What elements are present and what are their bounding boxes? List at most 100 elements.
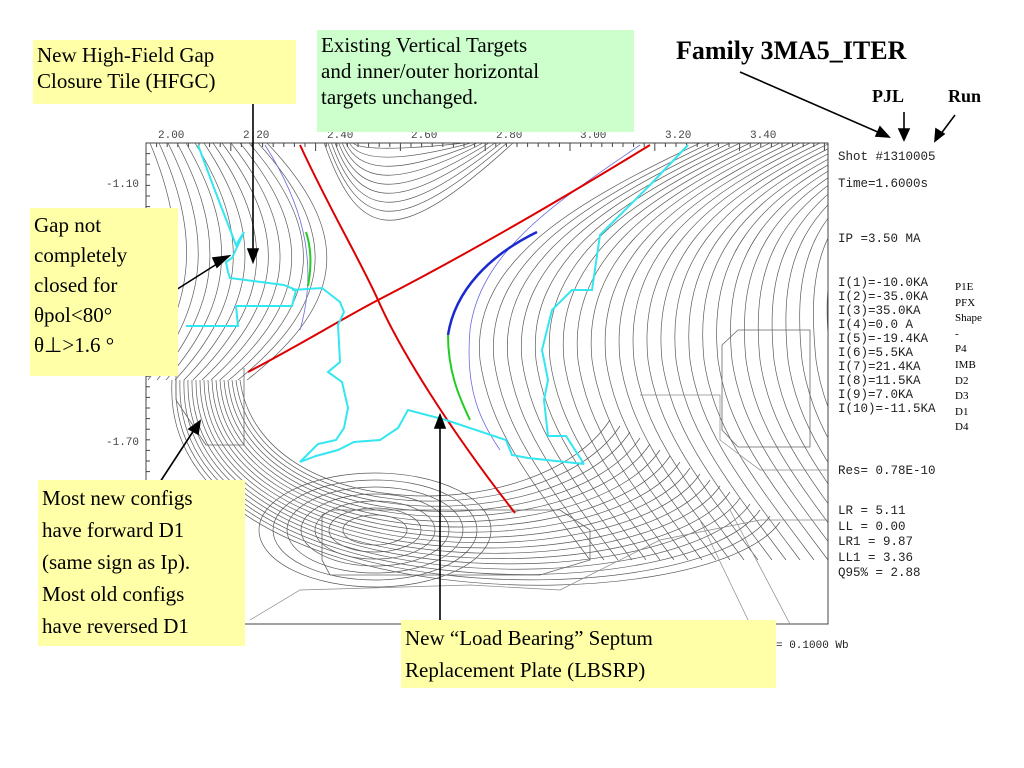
coil-name: D3 <box>955 390 969 403</box>
contour-line <box>219 143 292 381</box>
note-line: (same sign as Ip). <box>42 550 191 574</box>
coil-name: D2 <box>955 374 969 387</box>
coil-name: P4 <box>955 343 967 356</box>
note-line: θpol<80° <box>34 303 113 327</box>
configs-note: Most new configs have forward D1 (same s… <box>38 480 245 646</box>
contour-line <box>341 143 484 176</box>
inductance-list: LR = 5.11 LL = 0.00 LR1 = 9.87 LL1 = 3.3… <box>838 504 921 582</box>
flux-contours-right <box>479 143 828 561</box>
port-line <box>729 509 791 624</box>
contour-line <box>258 472 492 588</box>
outer-wall <box>640 394 828 471</box>
contour-line <box>203 379 701 544</box>
contour-line <box>799 217 828 439</box>
contour-line <box>192 143 257 381</box>
lr-value: LR = 5.11 <box>838 504 906 518</box>
contour-line <box>300 493 450 567</box>
targets-note: Existing Vertical Targets and inner/oute… <box>317 30 634 132</box>
note-line: Replacement Plate (LBSRP) <box>405 658 646 682</box>
note-line: completely <box>34 243 128 267</box>
sol-blue-line <box>264 144 309 331</box>
contour-line <box>674 148 828 561</box>
contour-line <box>272 479 478 581</box>
contour-line <box>744 177 828 524</box>
contour-line <box>334 143 496 194</box>
x-tick-label: 3.40 <box>750 130 776 142</box>
coil-name: PFX <box>955 296 976 309</box>
contour-line <box>352 143 466 149</box>
ll-value: LL = 0.00 <box>838 519 906 534</box>
coil-current: I(5)=-19.4KA <box>838 332 929 346</box>
contour-line <box>771 193 828 485</box>
x-tick-label: 3.20 <box>665 130 691 142</box>
contour-line <box>562 143 761 561</box>
strike-green-arc-left <box>305 231 312 287</box>
dome-tile-outline <box>291 286 585 465</box>
gap-note: Gap not completely closed for θpol<80° θ… <box>30 208 178 376</box>
contour-line <box>342 514 408 546</box>
contour-line <box>183 143 246 381</box>
lr1-value: LR1 = 9.87 <box>838 535 914 549</box>
note-line: Gap not <box>34 213 102 237</box>
contour-line <box>590 143 781 561</box>
note-line: New High-Field Gap <box>37 43 215 67</box>
contour-line <box>338 143 490 185</box>
contour-line <box>356 143 459 144</box>
contour-line <box>688 153 828 561</box>
vessel-outline <box>175 368 245 446</box>
private-flux-contours <box>258 472 492 588</box>
note-line: New “Load Bearing” Septum <box>405 626 653 650</box>
contour-line <box>730 170 828 542</box>
contour-line <box>506 143 721 561</box>
contour-line <box>286 486 464 574</box>
contour-line <box>646 143 821 561</box>
coil-current: I(10)=-11.5KA <box>838 402 936 416</box>
hfgc-note: New High-Field Gap Closure Tile (HFGC) <box>33 40 296 104</box>
note-line: closed for <box>34 273 118 297</box>
contour-line <box>660 143 828 561</box>
contour-line <box>493 143 711 561</box>
contour-line <box>331 143 502 203</box>
note-line: Most new configs <box>42 486 193 510</box>
coil-current: I(3)=35.0KA <box>838 304 921 318</box>
contour-line <box>328 507 422 553</box>
contour-line <box>716 164 828 561</box>
coil-name-list: P1E PFX Shape - P4 IMB D2 D3 D1 D4 <box>955 280 982 436</box>
contour-line <box>210 143 281 381</box>
vessel-lower <box>249 519 828 621</box>
coil-current: I(7)=21.4KA <box>838 360 921 374</box>
strike-blue-arc <box>446 230 538 336</box>
contour-line <box>534 143 741 561</box>
coil-name: D1 <box>955 405 969 418</box>
coil-name: - <box>955 327 959 340</box>
contour-line <box>618 143 801 561</box>
contour-line <box>813 237 828 408</box>
shot-time: Time=1.6000s <box>838 177 929 191</box>
y-tick-label: -1.10 <box>106 179 139 191</box>
residual: Res= 0.78E-10 <box>838 464 936 478</box>
outer-structure <box>721 329 811 448</box>
contour-line <box>156 143 211 381</box>
flux-step: = 0.1000 Wb <box>776 640 849 652</box>
contour-line <box>174 143 234 381</box>
contour-line <box>237 143 316 381</box>
flux-contours-top <box>323 143 514 221</box>
coil-current: I(6)=5.5KA <box>838 346 914 360</box>
coil-current: I(9)=7.0KA <box>838 388 914 402</box>
coil-current: I(8)=11.5KA <box>838 374 921 388</box>
contour-line <box>246 143 327 381</box>
page-title: Family 3MA5_ITER <box>676 36 907 65</box>
x-tick-label: 3.00 <box>580 130 606 142</box>
contour-line <box>757 185 828 505</box>
note-line: and inner/outer horizontal <box>321 59 540 83</box>
contour-line <box>228 143 304 381</box>
contour-line <box>327 143 508 212</box>
note-line: targets unchanged. <box>321 85 479 109</box>
coil-current-list: I(1)=-10.0KA I(2)=-35.0KA I(3)=35.0KA I(… <box>838 276 936 416</box>
contour-line <box>199 379 711 549</box>
note-line: Existing Vertical Targets <box>321 33 528 57</box>
contour-line <box>345 143 478 167</box>
contour-line <box>632 143 811 561</box>
strike-green-arc <box>447 334 471 421</box>
